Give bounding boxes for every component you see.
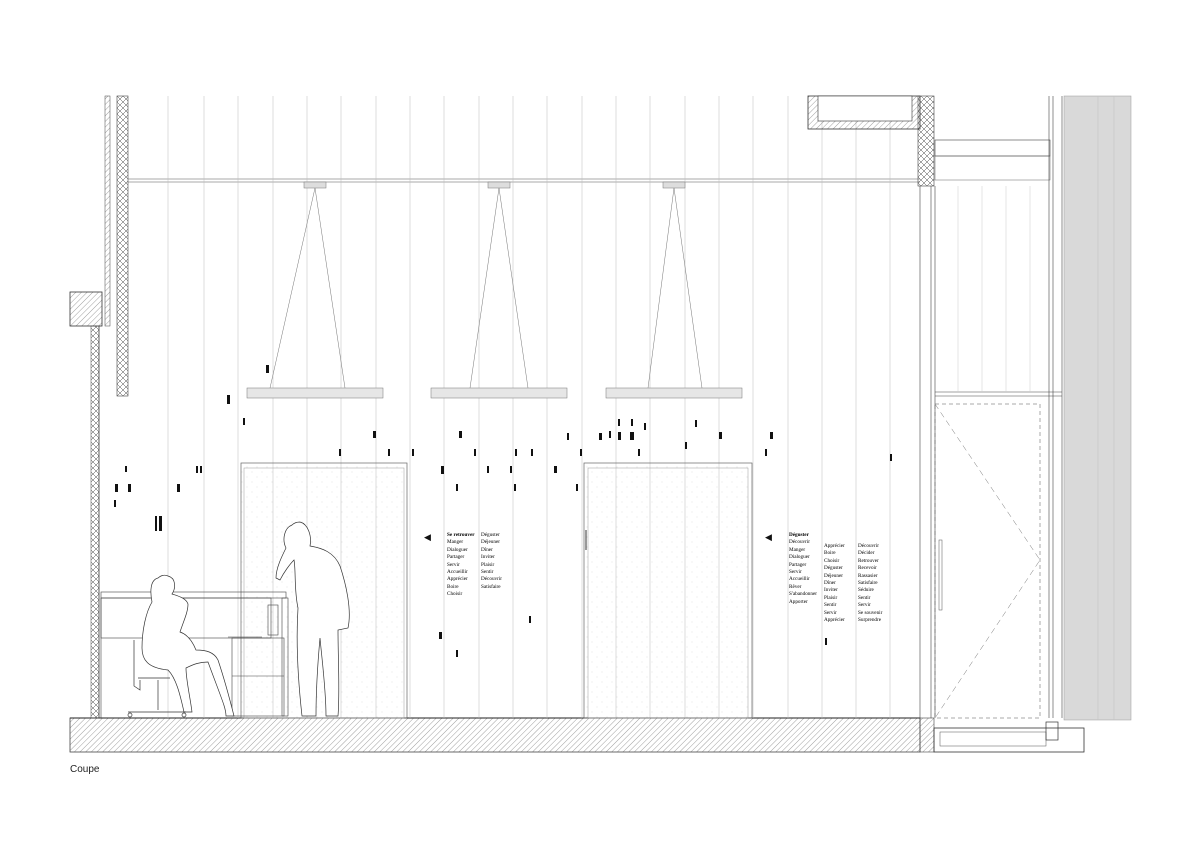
word-item: Se souvenir: [858, 609, 883, 616]
word-item: Plaisir: [824, 594, 838, 601]
word-item: Accueillir: [447, 569, 468, 576]
word-item: Déjeuner: [481, 539, 501, 546]
left-lintel: [69, 291, 103, 327]
word-item: Déguster: [789, 532, 809, 538]
word-item: Découvrir: [789, 539, 811, 546]
word-item: Surprendre: [858, 617, 882, 624]
word-item: S'abandonner: [789, 591, 818, 598]
word-item: Déguster: [481, 532, 500, 538]
word-item: Apprécier: [824, 543, 845, 549]
glass-door: [934, 403, 1041, 719]
word-item: Déjeuner: [824, 572, 844, 579]
drawing-caption: Coupe: [70, 764, 100, 775]
word-item: Déguster: [824, 565, 843, 572]
word-item: Découvrir: [481, 576, 503, 583]
floor-slab: [69, 717, 921, 753]
word-item: Satisfaire: [858, 580, 878, 587]
word-item: Choisir: [824, 557, 840, 564]
standing-person: [275, 521, 350, 717]
reception-desk: [100, 591, 289, 718]
word-item: Dialoguer: [447, 546, 468, 553]
word-item: Découvrir: [858, 543, 880, 549]
word-item: Accueillir: [789, 576, 810, 583]
word-item: Plaisir: [481, 561, 495, 568]
word-item: Se retrouver: [447, 532, 475, 538]
facade-wall: [1063, 95, 1132, 721]
wall-panel-right: [583, 462, 753, 719]
word-item: Manger: [789, 546, 806, 553]
word-item: Partager: [789, 561, 807, 568]
arrow-left-icon: ◀: [765, 532, 772, 542]
left-wall-insulation: [116, 95, 129, 397]
word-item: Partager: [447, 554, 465, 561]
word-item: Retrouver: [858, 557, 879, 564]
word-item: Inviter: [481, 554, 495, 561]
word-item: Dîner: [481, 546, 493, 553]
word-item: Servir: [858, 602, 871, 609]
word-item: Sentir: [481, 569, 494, 576]
word-item: Inviter: [824, 587, 838, 594]
word-item: Apprécier: [447, 576, 468, 583]
word-item: Servir: [824, 609, 837, 616]
window-frame: [919, 96, 1063, 718]
word-item: Rêver: [789, 583, 802, 590]
arrow-left-icon: ◀: [424, 532, 431, 542]
word-item: Sentir: [824, 602, 837, 609]
word-item: Sentir: [858, 594, 871, 601]
word-item: Recevoir: [858, 565, 877, 572]
word-item: Dîner: [824, 580, 836, 587]
word-item: Dialoguer: [789, 554, 810, 561]
word-item: Servir: [789, 569, 802, 576]
word-item: Apporter: [789, 598, 808, 605]
pendant-lights: [246, 181, 743, 399]
word-item: Rassasier: [858, 572, 878, 579]
word-item: Boire: [824, 550, 836, 557]
word-item: Apprécier: [824, 617, 845, 624]
word-item: Choisir: [447, 591, 463, 598]
wall-marks: [114, 365, 892, 657]
word-item: Manger: [447, 539, 464, 546]
word-item: Décider: [858, 550, 875, 557]
seated-person: [141, 574, 235, 717]
word-item: Boire: [447, 583, 459, 590]
word-item: Satisfaire: [481, 583, 501, 590]
word-item: Séduire: [858, 587, 874, 594]
office-chair: [127, 640, 187, 718]
word-item: Servir: [447, 561, 460, 568]
